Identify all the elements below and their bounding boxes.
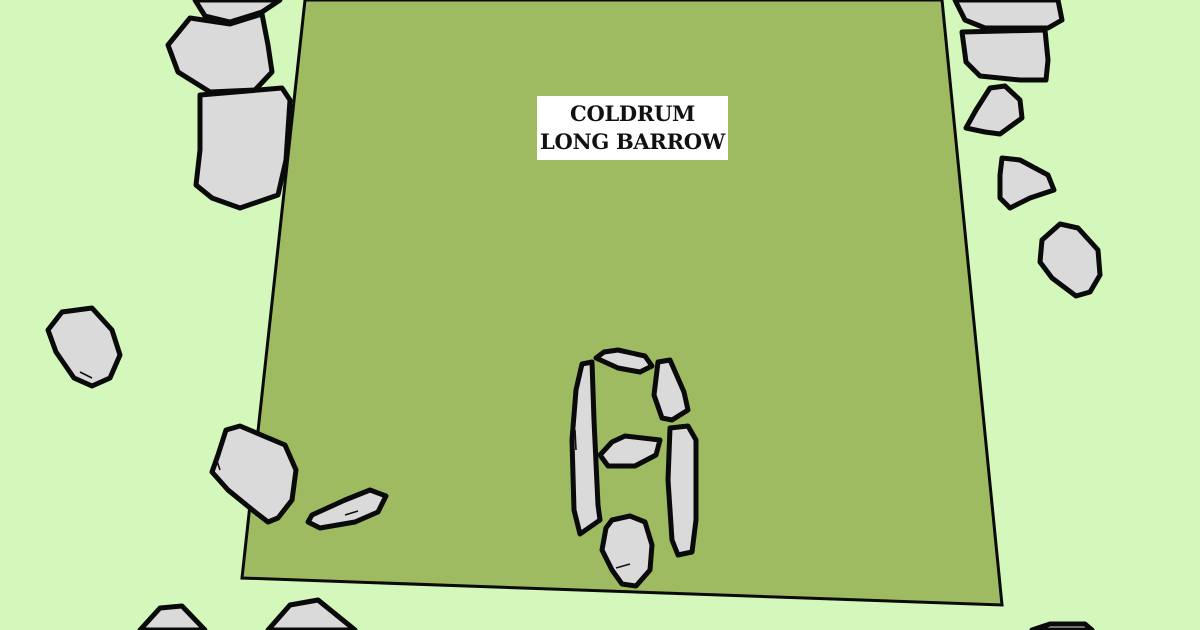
stone — [963, 83, 1025, 137]
stone — [209, 423, 299, 525]
stone — [1037, 221, 1103, 299]
stone — [597, 433, 663, 469]
title-line-1: COLDRUM — [570, 101, 695, 126]
stone — [997, 155, 1057, 211]
stone — [305, 487, 389, 531]
barrow-mound — [240, 0, 1004, 607]
title-line-2: LONG BARROW — [539, 129, 726, 154]
kerb-stones-left — [45, 0, 389, 630]
stone — [45, 305, 123, 389]
burial-chamber — [569, 347, 699, 589]
stone — [569, 359, 603, 537]
stone — [952, 0, 1065, 31]
stone — [651, 357, 691, 423]
barrow-title-label: COLDRUM LONG BARROW — [537, 96, 728, 160]
stone — [193, 85, 293, 211]
stone — [1029, 621, 1095, 630]
stone — [959, 27, 1051, 83]
stone — [599, 513, 655, 589]
kerb-stones-right — [952, 0, 1103, 630]
stone — [137, 603, 208, 630]
stone — [665, 423, 699, 558]
stone — [593, 347, 655, 375]
stone — [165, 11, 275, 95]
stone — [265, 597, 358, 630]
